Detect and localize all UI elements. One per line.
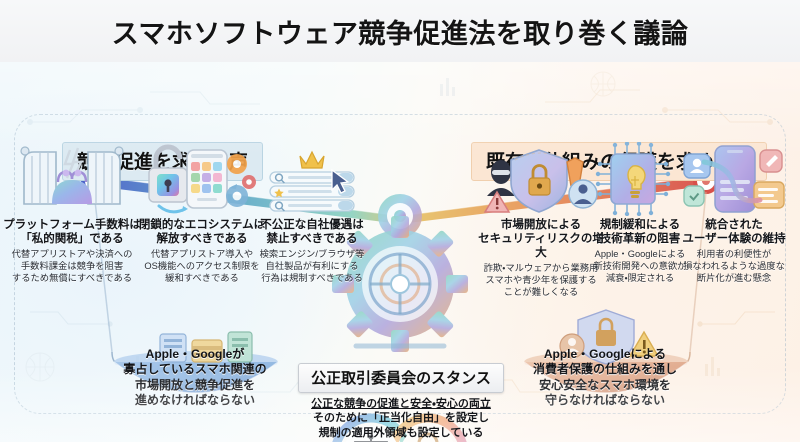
- right-item-1-body: 詐欺・マルウェアから業務用 スマホや青少年を保護する ことが難しくなる: [473, 262, 609, 298]
- left-item-3-body: 検索エンジン/ブラウザ等 自社製品が有利にする 行為は規制すべきである: [246, 248, 378, 284]
- right-item-3-body: 利用者の利便性が 損なわれるような過度な 断片化が進む懸念: [670, 248, 798, 284]
- headline-line: 閉鎖的なエコシステムは: [138, 219, 266, 231]
- headline-line: 解放すべきである: [156, 233, 248, 246]
- headline-line: 市場開放による: [500, 219, 582, 231]
- headline-line: 不公正な自社優遇は: [260, 219, 364, 231]
- body-line: OS機能へのアクセス制限を: [144, 261, 260, 272]
- headline-line: 「私的関税」である: [20, 233, 124, 246]
- left-item-closed-ecosystem: 閉鎖的なエコシステムは 解放すべきである 代替アプリストア導入や OS機能へのア…: [134, 142, 270, 284]
- lightbulb-chip-icon: [574, 142, 706, 216]
- right-item-1-headline: 市場開放による セキュリティリスクの増大: [473, 218, 609, 260]
- left-item-self-preferencing: 不公正な自社優遇は 禁止すべきである 検索エンジン/ブラウザ等 自社製品が有利に…: [246, 142, 378, 284]
- headline-line: 規制緩和による: [599, 219, 681, 231]
- left-item-2-headline: 閉鎖的なエコシステムは 解放すべきである: [134, 218, 270, 246]
- body-line: 検索エンジン/ブラウザ等: [259, 249, 365, 260]
- headline-line: ユーザー体験の維持: [682, 233, 786, 246]
- right-item-innovation-hindrance: 規制緩和による 技術革新の阻害 Apple・Googleによる 新技術開発への意…: [574, 142, 706, 284]
- right-item-security-risk: 市場開放による セキュリティリスクの増大 詐欺・マルウェアから業務用 スマホや青…: [473, 142, 609, 298]
- right-item-2-body: Apple・Googleによる 新技術開発への意欲が 減衰・限定される: [574, 248, 706, 284]
- body-line: 詐欺・マルウェアから業務用: [483, 263, 599, 274]
- body-line: 行為は規制すべきである: [261, 273, 363, 284]
- body-line: 新技術開発への意欲が: [593, 261, 687, 272]
- body-line: 自社製品が有利にする: [265, 261, 359, 272]
- unified-ux-phone-icon: [670, 142, 798, 216]
- left-pan-caption: Apple・Googleが 寡占しているスマホ関連の 市場開放と競争促進を 進め…: [90, 347, 300, 408]
- right-item-3-headline: 統合された ユーザー体験の維持: [670, 218, 798, 246]
- left-item-1-headline: プラットフォーム手数料は 「私的関税」である: [2, 218, 142, 246]
- headline-line: 統合された: [705, 219, 763, 231]
- headline-line: セキュリティリスクの増大: [478, 233, 604, 260]
- broken-gate-wallet-icon: [2, 142, 142, 216]
- page-title: スマホソフトウェア競争促進法を取り巻く議論: [111, 18, 689, 49]
- title-bar: スマホソフトウェア競争促進法を取り巻く議論: [0, 0, 800, 62]
- unlocked-padlock-apps-icon: [134, 142, 270, 216]
- caption-line: Apple・Googleが: [145, 347, 245, 361]
- body-line: 代替アプリストア導入や: [150, 249, 254, 260]
- body-line: 利用者の利便性が: [696, 249, 772, 260]
- jftc-stance-badge: 公正取引委員会のスタンス: [298, 363, 504, 393]
- headline-line: 技術革新の阻害: [599, 233, 681, 246]
- body-line: 代替アプリストアや決済への: [11, 249, 133, 260]
- caption-line: 消費者保護の仕組みを通し: [532, 362, 677, 377]
- body-line: 損なわれるような過度な: [683, 261, 785, 272]
- headline-line: 禁止すべきである: [266, 233, 358, 246]
- jftc-stance-line-3: 規制の適用外領域も設定している: [318, 426, 484, 439]
- body-line: 手数料課金は競争を阻害: [20, 261, 124, 272]
- body-line: 緩和すべきである: [165, 273, 239, 284]
- right-item-2-headline: 規制緩和による 技術革新の阻害: [574, 218, 706, 246]
- caption-line: 進めなければならない: [134, 393, 255, 408]
- search-ranking-crown-icon: [246, 142, 378, 216]
- body-line: スマホや青少年を保護する: [485, 275, 597, 286]
- headline-line: プラットフォーム手数料は: [3, 219, 141, 231]
- left-item-2-body: 代替アプリストア導入や OS機能へのアクセス制限を 緩和すべきである: [134, 248, 270, 284]
- caption-line: 安心安全なスマホ環境を: [539, 377, 671, 392]
- left-item-3-headline: 不公正な自社優遇は 禁止すべきである: [246, 218, 378, 246]
- left-item-platform-fee: プラットフォーム手数料は 「私的関税」である 代替アプリストアや決済への 手数料…: [2, 142, 142, 284]
- body-line: するため無償にすべきである: [11, 273, 133, 284]
- jftc-stance-line-2: そのために「正当化自由」を設定し: [313, 412, 489, 425]
- body-line: 断片化が進む懸念: [696, 273, 772, 284]
- body-line: ことが難しくなる: [503, 287, 579, 298]
- caption-line: 寡占しているスマホ関連の: [123, 362, 267, 377]
- caption-line: 守らなければならない: [544, 393, 665, 408]
- caption-line: 市場開放と競争促進を: [134, 377, 255, 392]
- left-item-1-body: 代替アプリストアや決済への 手数料課金は競争を阻害 するため無償にすべきである: [2, 248, 142, 284]
- content-frame-border: [14, 114, 786, 414]
- body-line: Apple・Googleによる: [594, 249, 686, 260]
- right-pan-caption: Apple・Googleによる 消費者保護の仕組みを通し 安心安全なスマホ環境を…: [500, 347, 710, 408]
- caption-line: Apple・Googleによる: [543, 347, 667, 361]
- right-item-unified-ux: 統合された ユーザー体験の維持 利用者の利便性が 損なわれるような過度な 断片化…: [670, 142, 798, 284]
- body-line: 減衰・限定される: [605, 273, 675, 284]
- shield-lock-threat-icon: [473, 142, 609, 216]
- jftc-stance-line-1: 公正な競争の促進と安全・安心の両立: [311, 398, 491, 410]
- jftc-stance-block: 公正取引委員会のスタンス 公正な競争の促進と安全・安心の両立 そのために「正当化…: [295, 363, 507, 440]
